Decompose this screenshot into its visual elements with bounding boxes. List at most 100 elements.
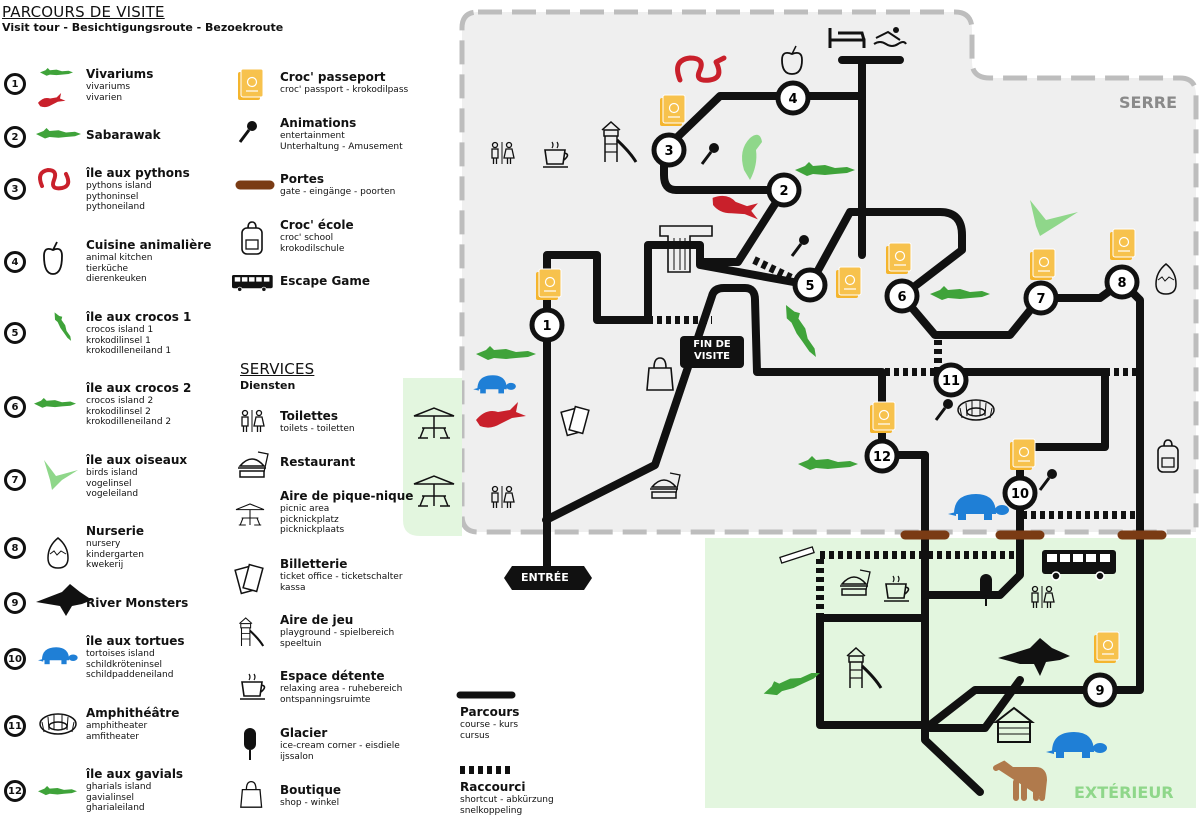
svg-text:6: 6 <box>897 290 906 305</box>
feature-sub-school: croc' school krokodilschule <box>280 233 345 254</box>
stops: 1 2 3 4 5 6 7 8 9 10 11 12 <box>529 80 1140 708</box>
route-title-course: Parcours <box>460 705 520 719</box>
service-sub-relax: relaxing area - ruhebereich ontspannings… <box>280 684 403 705</box>
service-title-relax: Espace détente <box>280 669 385 683</box>
legend-sub-5: crocos island 1 krokodilinsel 1 krokodil… <box>86 325 172 356</box>
feature-title-school: Croc' école <box>280 218 354 232</box>
route-sub-shortcut: shortcut - abkürzung snelkoppeling <box>460 795 554 816</box>
legend-number-11: 11 <box>4 715 26 737</box>
legend-sub-4: animal kitchen tierküche dierenkeuken <box>86 253 153 284</box>
stop-1: 1 <box>529 307 565 343</box>
service-sub-playground: playground - spielbereich speeltuin <box>280 628 395 649</box>
page-subtitle: Visit tour - Besichtigungsroute - Bezoek… <box>2 21 284 34</box>
exit-label: FIN DE VISITE <box>693 339 731 362</box>
service-title-icecream: Glacier <box>280 726 328 740</box>
legend-number-3: 3 <box>4 178 26 200</box>
page-title: PARCOURS DE VISITE <box>2 3 165 21</box>
legend-number-2: 2 <box>4 126 26 148</box>
zone-serre-label: SERRE <box>1119 93 1178 112</box>
stop-4: 4 <box>775 80 811 116</box>
legend-title-4: Cuisine animalière <box>86 238 212 252</box>
waterfall-icon <box>659 225 713 273</box>
legend-title-1: Vivariums <box>86 67 154 81</box>
service-title-toilets: Toilettes <box>280 409 338 423</box>
services-subtitle: Diensten <box>240 379 296 392</box>
legend-number-12: 12 <box>4 780 26 802</box>
legend-icons <box>34 68 516 808</box>
legend-title-3: île aux pythons <box>86 166 190 180</box>
route-title-shortcut: Raccourci <box>460 780 526 794</box>
service-title-playground: Aire de jeu <box>280 613 354 627</box>
legend-number-4: 4 <box>4 251 26 273</box>
service-sub-toilets: toilets - toiletten <box>280 424 355 434</box>
legend-number-1: 1 <box>4 73 26 95</box>
exterieur-zone-left <box>403 378 462 536</box>
legend-sub-8: nursery kindergarten kwekerij <box>86 539 144 570</box>
service-sub-picnic: picnic area picknickplatz picknickplaats <box>280 504 345 535</box>
legend-title-7: île aux oiseaux <box>86 453 188 467</box>
stop-3: 3 <box>651 132 687 168</box>
svg-text:3: 3 <box>664 144 673 159</box>
service-title-picnic: Aire de pique-nique <box>280 489 414 503</box>
service-sub-icecream: ice-cream corner - eisdiele ijssalon <box>280 741 400 762</box>
feature-title-passport: Croc' passeport <box>280 70 386 84</box>
svg-text:12: 12 <box>873 450 891 465</box>
legend-number-9: 9 <box>4 592 26 614</box>
legend-sub-11: amphitheater amfitheater <box>86 721 148 742</box>
exit-tag <box>680 336 744 368</box>
svg-text:11: 11 <box>942 374 960 389</box>
service-sub-shop: shop - winkel <box>280 798 340 808</box>
legend-title-11: Amphithéâtre <box>86 706 180 720</box>
feature-title-animations: Animations <box>280 116 357 130</box>
parrot-icon <box>742 134 762 180</box>
svg-text:2: 2 <box>779 184 788 199</box>
legend-sub-7: birds island vogelinsel vogeleiland <box>86 468 139 499</box>
route-sub-course: course - kurs cursus <box>460 720 519 741</box>
feature-sub-passport: croc' passport - krokodilpass <box>280 85 409 95</box>
legend-title-2: Sabarawak <box>86 128 161 142</box>
stop-7: 7 <box>1023 280 1059 316</box>
legend-title-12: île aux gavials <box>86 767 184 781</box>
stop-10: 10 <box>1002 475 1038 511</box>
svg-text:7: 7 <box>1036 292 1045 307</box>
feature-sub-animations: entertainment Unterhaltung - Amusement <box>280 131 403 152</box>
services-title: SERVICES <box>240 360 315 378</box>
service-sub-ticket: ticket office - ticketschalter kassa <box>280 572 403 593</box>
feature-title-gates: Portes <box>280 172 324 186</box>
stop-8: 8 <box>1104 264 1140 300</box>
legend-number-5: 5 <box>4 322 26 344</box>
legend-title-6: île aux crocos 2 <box>86 381 192 395</box>
swim-icon <box>873 27 907 47</box>
stop-9: 9 <box>1082 672 1118 708</box>
stop-12: 12 <box>864 438 900 474</box>
svg-text:5: 5 <box>805 279 814 294</box>
serre-zone <box>459 9 1199 535</box>
goat-icon <box>993 760 1048 801</box>
feature-title-escape: Escape Game <box>280 274 371 288</box>
service-title-restaurant: Restaurant <box>280 455 356 469</box>
service-title-ticket: Billetterie <box>280 557 348 571</box>
feature-sub-gates: gate - eingänge - poorten <box>280 187 396 197</box>
legend-sub-1: vivariums vivarien <box>86 82 131 103</box>
legend-number-8: 8 <box>4 537 26 559</box>
service-title-shop: Boutique <box>280 783 342 797</box>
svg-text:10: 10 <box>1011 487 1029 502</box>
zone-exterieur-label: EXTÉRIEUR <box>1074 783 1174 802</box>
svg-text:4: 4 <box>788 92 797 107</box>
stop-2: 2 <box>766 172 802 208</box>
legend-sub-3: pythons island pythoninsel pythoneiland <box>86 181 152 212</box>
legend-number-10: 10 <box>4 648 26 670</box>
stop-5: 5 <box>792 267 828 303</box>
legend-title-5: île aux crocos 1 <box>86 310 192 324</box>
stop-6: 6 <box>884 278 920 314</box>
svg-text:9: 9 <box>1095 684 1104 699</box>
entry-tag <box>504 566 592 590</box>
entry-label: ENTRÉE <box>521 571 569 584</box>
legend-title-9: River Monsters <box>86 596 189 610</box>
cabin-icon <box>993 706 1035 743</box>
legend-number-6: 6 <box>4 396 26 418</box>
bed-icon <box>828 28 866 48</box>
legend-sub-6: crocos island 2 krokodilinsel 2 krokodil… <box>86 396 172 427</box>
python-icon <box>675 55 727 83</box>
